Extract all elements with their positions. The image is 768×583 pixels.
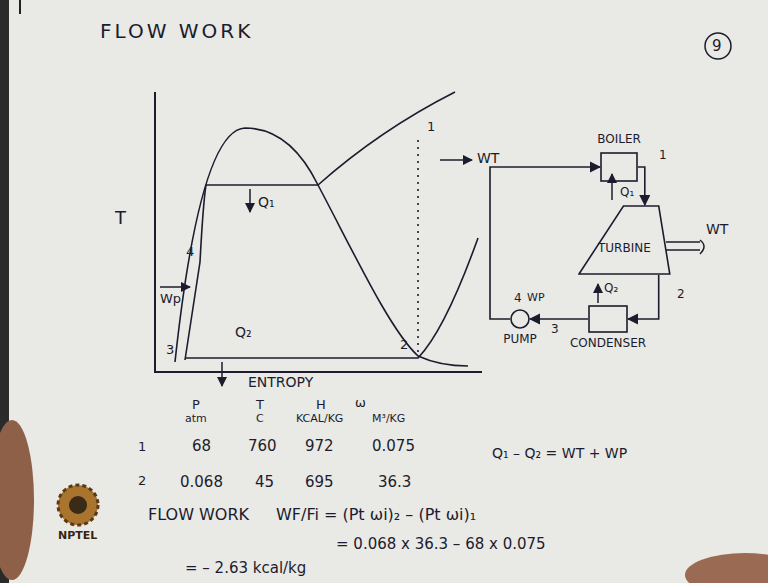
pump-symbol: PUMP (510, 309, 530, 329)
table-cell: 760 (248, 438, 277, 455)
pipe-connector (490, 167, 600, 319)
state-point: 3 (166, 343, 174, 357)
table-cell: 695 (305, 474, 334, 491)
outline-shape (579, 206, 670, 274)
low-pressure-line (185, 238, 478, 358)
hand (685, 553, 768, 583)
table-header: KCAL/KG (296, 413, 343, 425)
table-cell: 0.075 (372, 438, 415, 455)
state-point: 3 (550, 323, 560, 336)
work-label: WP (527, 292, 545, 304)
table-header: ω (355, 396, 366, 410)
page-number-circle (705, 33, 731, 59)
state-point: 4 (186, 245, 194, 259)
state-point: 2 (676, 288, 686, 301)
turbine-shaft (666, 240, 704, 254)
state-point: 1 (658, 149, 668, 162)
table-cell: 36.3 (378, 474, 411, 491)
equipment-box: BOILER (600, 152, 638, 182)
turbine-symbol: TURBINE (578, 205, 671, 275)
node-label: CONDENSER (570, 337, 646, 350)
heat-label: Q₂ (604, 282, 618, 295)
axis-label: T (115, 208, 126, 228)
node-label: BOILER (597, 133, 641, 146)
outline-shape (511, 310, 529, 328)
outline-shape (589, 306, 627, 332)
node-label: PUMP (503, 333, 537, 346)
table-header: P (192, 398, 200, 412)
table-cell: 45 (255, 474, 274, 491)
work-label: WT (706, 222, 728, 237)
result: = – 2.63 kcal/kg (185, 560, 306, 577)
table-header: M³/KG (372, 413, 405, 425)
work-label: Wp (160, 292, 181, 306)
pipe-connector (530, 318, 588, 320)
work-label: WT (477, 151, 499, 166)
outline-shape (601, 153, 637, 181)
page-edge (19, 0, 21, 14)
table-header: H (316, 398, 326, 412)
node-label: TURBINE (598, 242, 651, 255)
table-header: C (256, 413, 264, 425)
logo-text: NPTEL (58, 530, 97, 542)
equation: WF/Fi = (Pt ωi)₂ – (Pt ωi)₁ (276, 506, 476, 524)
nptel-logo (58, 485, 98, 525)
axis-label: ENTROPY (248, 375, 313, 390)
row-number: 2 (138, 474, 146, 488)
section-heading: FLOW WORK (148, 506, 249, 524)
heat-arrow (597, 284, 599, 303)
pipe-connector (638, 167, 645, 205)
heat-label: Q₁ (258, 195, 275, 210)
work-arrow (160, 286, 190, 288)
hand (0, 420, 34, 580)
heat-label: Q₁ (620, 186, 634, 199)
equation: = 0.068 x 36.3 – 68 x 0.075 (336, 536, 546, 553)
node-outline (510, 309, 530, 329)
heat-label: Q₂ (235, 325, 252, 340)
table-cell: 0.068 (180, 474, 223, 491)
high-pressure-line (185, 92, 455, 360)
heat-arrow (221, 362, 223, 386)
equipment-box: CONDENSER (588, 305, 628, 333)
heat-arrow (249, 189, 251, 212)
table-header: T (256, 398, 264, 412)
state-point: 4 (513, 292, 523, 305)
table-cell: 68 (192, 438, 211, 455)
state-point: 2 (400, 338, 408, 352)
expansion-line (417, 140, 419, 352)
energy-balance: Q₁ – Q₂ = WT + WP (492, 446, 627, 461)
axes (155, 92, 482, 372)
heat-arrow (611, 174, 613, 200)
nptel-logo (69, 496, 87, 514)
saturation-dome (175, 128, 468, 366)
node-outline (588, 305, 628, 333)
row-number: 1 (138, 440, 146, 454)
page-title: FLOW WORK (100, 20, 253, 42)
page-number: 9 (712, 38, 722, 55)
table-cell: 972 (305, 438, 334, 455)
state-point: 1 (427, 120, 435, 134)
table-header: atm (185, 413, 207, 425)
node-outline (578, 205, 671, 275)
work-arrow (440, 159, 472, 161)
pipe-connector (628, 275, 659, 319)
node-outline (600, 152, 638, 182)
